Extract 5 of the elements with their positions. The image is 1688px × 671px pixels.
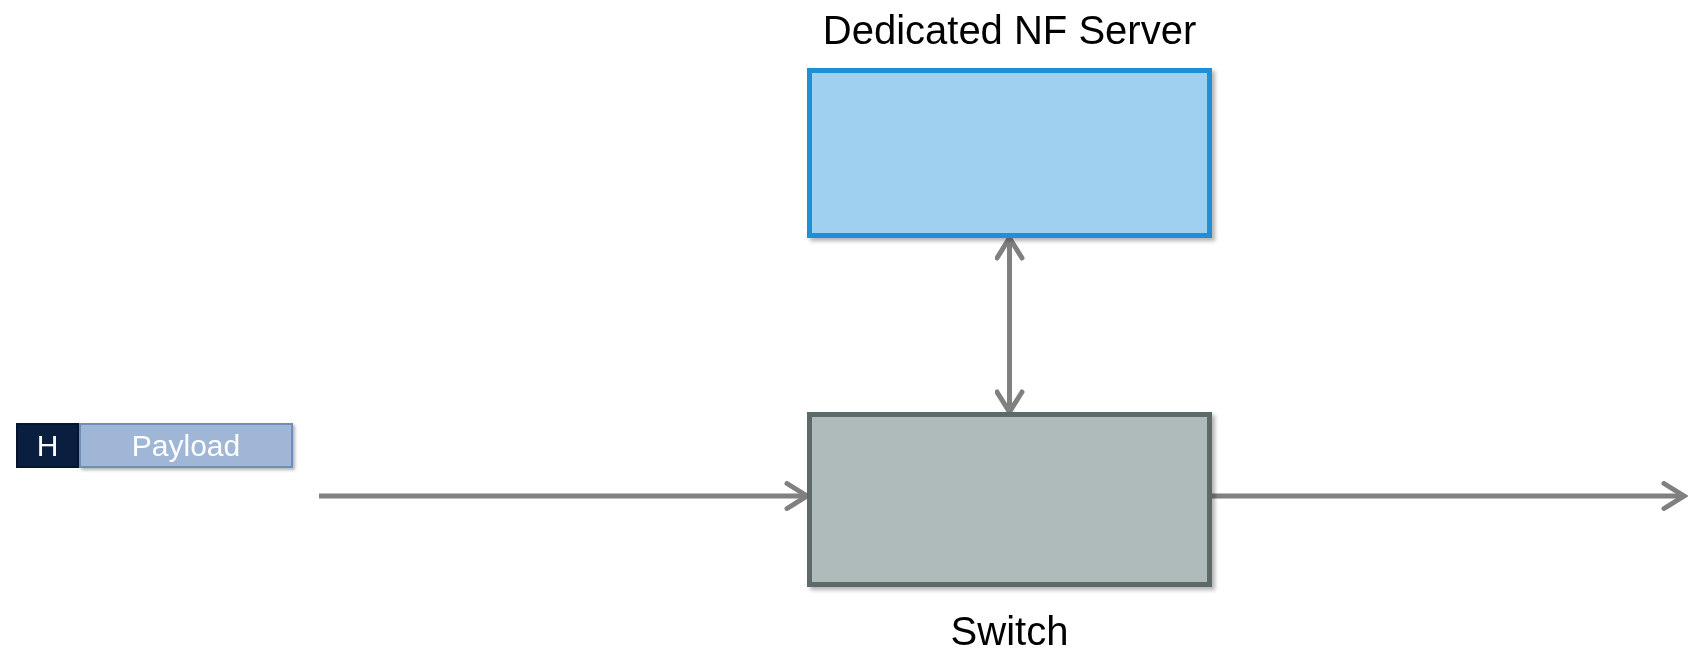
packet-payload: Payload (79, 423, 293, 468)
arrow (1212, 481, 1687, 511)
packet-header: H (16, 423, 79, 468)
server-title: Dedicated NF Server (821, 7, 1198, 54)
switch-label: Switch (949, 608, 1070, 655)
